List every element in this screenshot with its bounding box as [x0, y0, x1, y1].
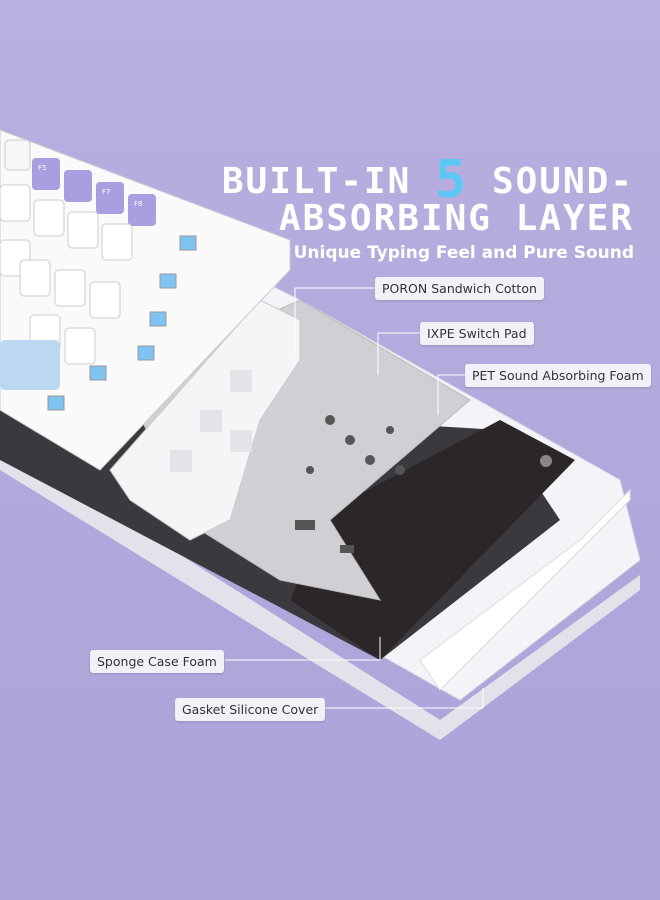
callout-sponge-foam: Sponge Case Foam [90, 650, 224, 673]
callout-gasket: Gasket Silicone Cover [175, 698, 326, 721]
pet-foam [290, 420, 575, 660]
gasket-cover [419, 488, 631, 691]
foam-hole [540, 455, 552, 467]
keycap-label-f7: F7 [102, 188, 110, 196]
switches [47, 235, 197, 411]
poron-cutouts [170, 370, 252, 472]
keycap-label-f8: F8 [134, 200, 142, 208]
keycap-f5 [32, 158, 60, 190]
headline-prefix: BUILT-IN [221, 161, 412, 202]
headline-line2: ABSORBING LAYER [278, 198, 634, 239]
keycap-f8 [128, 194, 156, 226]
callout-poron: PORON Sandwich Cotton [375, 277, 544, 300]
pad-holes [295, 415, 405, 553]
subtitle: Unique Typing Feel and Pure Sound [293, 243, 634, 263]
keycaps [0, 139, 156, 390]
callout-leaders [225, 287, 484, 709]
headline-suffix: SOUND- [491, 161, 634, 202]
headline-number: 5 [434, 150, 469, 210]
keycap-label-f5: F5 [38, 164, 46, 172]
keycap-f6 [64, 170, 92, 202]
callout-ixpe: IXPE Switch Pad [420, 322, 534, 345]
keycap-blue [0, 340, 60, 390]
keycap-f7 [96, 182, 124, 214]
headline-line1: BUILT-IN 5 SOUND- [222, 150, 634, 210]
callout-pet-foam: PET Sound Absorbing Foam [465, 364, 651, 387]
